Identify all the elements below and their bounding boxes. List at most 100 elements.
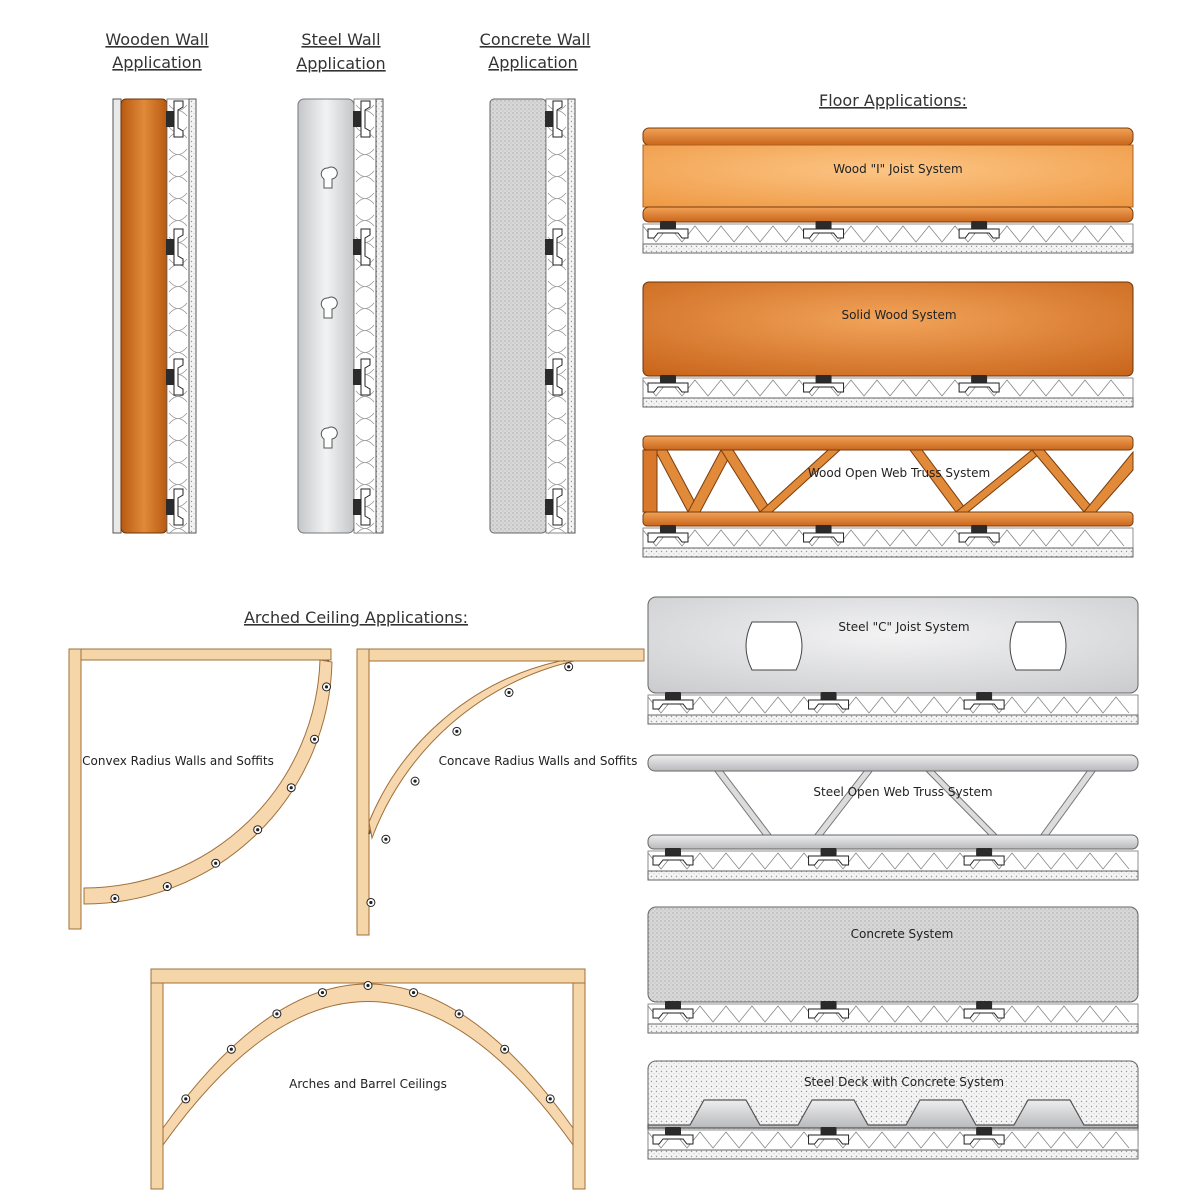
arc-clip <box>504 688 514 698</box>
channel-clip <box>803 525 845 543</box>
convex-radius-section: Convex Radius Walls and Soffits <box>68 648 333 930</box>
resilient-channel-strip <box>647 1001 1139 1034</box>
wall-resilient-channel <box>545 98 576 535</box>
wall-clip <box>166 488 184 526</box>
arc-clip <box>162 882 172 892</box>
steel-c-joist-system: Steel "C" Joist System <box>647 596 1139 725</box>
channel-clip <box>958 375 1000 393</box>
convex-label: Convex Radius Walls and Soffits <box>82 754 274 768</box>
channel-clip <box>647 221 689 239</box>
channel-clip <box>808 692 850 710</box>
arch-clip <box>272 1009 282 1019</box>
concrete-wall-heading-line2: Application <box>488 53 577 72</box>
channel-clip <box>808 848 850 866</box>
joist-knockout-right <box>1009 621 1067 671</box>
solid-wood-label: Solid Wood System <box>841 308 956 322</box>
resilient-channel-strip <box>647 1127 1139 1160</box>
wall-clip <box>545 100 563 138</box>
solid-wood-system: Solid Wood System <box>642 281 1134 408</box>
resilient-channel-strip <box>642 375 1134 408</box>
channel-clip <box>963 1127 1005 1145</box>
floor-applications-heading: Floor Applications: <box>819 91 967 110</box>
wall-clip <box>353 358 371 396</box>
concrete-wall-section <box>489 98 576 535</box>
channel-clip <box>963 692 1005 710</box>
joist-knockout-left <box>745 621 803 671</box>
arch-clip <box>317 988 327 998</box>
arch-clip <box>363 981 373 990</box>
arc-clip <box>310 734 320 744</box>
arched-ceiling-heading: Arched Ceiling Applications: <box>244 608 468 627</box>
arches-barrel-section: Arches and Barrel Ceilings <box>150 968 586 1190</box>
channel-clip <box>652 848 694 866</box>
arc-clip <box>381 834 391 844</box>
concrete-wall-heading-line1: Concrete Wall <box>480 30 591 49</box>
wall-clip <box>166 228 184 266</box>
channel-clip <box>963 1001 1005 1019</box>
arch-clip <box>181 1094 191 1104</box>
wood-i-joist-label: Wood "I" Joist System <box>833 162 962 176</box>
wall-clip <box>353 100 371 138</box>
resilient-channel-strip <box>647 848 1139 881</box>
wooden-wall-section <box>112 98 197 535</box>
concave-label: Concave Radius Walls and Soffits <box>439 754 638 768</box>
channel-clip <box>808 1001 850 1019</box>
resilient-channel-strip <box>647 692 1139 725</box>
arch-clip <box>226 1044 236 1054</box>
channel-clip <box>803 221 845 239</box>
arc-clip <box>564 662 574 672</box>
channel-clip <box>652 692 694 710</box>
resilient-channel-strip <box>642 525 1134 558</box>
channel-clip <box>652 1001 694 1019</box>
arc-clip <box>366 897 376 907</box>
channel-clip <box>958 221 1000 239</box>
arc-clip <box>286 783 296 793</box>
arch-clip <box>500 1044 510 1054</box>
channel-clip <box>652 1127 694 1145</box>
arc-clip <box>253 825 263 835</box>
concrete-label: Concrete System <box>851 927 954 941</box>
keyhole-slot-2 <box>320 296 338 319</box>
channel-clip <box>808 1127 850 1145</box>
wall-clip <box>545 358 563 396</box>
arc-clip <box>110 893 120 903</box>
arc-clip <box>452 726 462 736</box>
concave-radius-section: Concave Radius Walls and Soffits <box>356 648 645 936</box>
concrete-floor-system: Concrete System <box>647 906 1139 1034</box>
wall-clip <box>166 100 184 138</box>
wood-i-joist-system: Wood "I" Joist System <box>642 127 1134 254</box>
arch-clip <box>545 1094 555 1104</box>
steel-wall-section <box>297 98 384 535</box>
wall-clip <box>166 358 184 396</box>
wooden-wall-heading-line2: Application <box>112 53 201 72</box>
wooden-wall-heading-line1: Wooden Wall <box>105 30 208 49</box>
channel-clip <box>647 525 689 543</box>
steel-deck-concrete-system: Steel Deck with Concrete System <box>647 1060 1139 1160</box>
steel-open-web-truss-system: Steel Open Web Truss System <box>647 754 1139 881</box>
steel-wall-heading-line1: Steel Wall <box>301 30 380 49</box>
wood-open-web-truss-system: Wood Open Web Truss System <box>642 435 1134 558</box>
keyhole-slot-3 <box>320 426 338 449</box>
channel-clip <box>803 375 845 393</box>
keyhole-slot-1 <box>320 166 338 189</box>
wall-resilient-channel <box>353 98 384 535</box>
wall-clip <box>353 488 371 526</box>
arc-clip <box>321 682 331 692</box>
channel-clip <box>958 525 1000 543</box>
wall-clip <box>545 228 563 266</box>
steel-deck-label: Steel Deck with Concrete System <box>804 1075 1004 1089</box>
resilient-channel-strip <box>642 221 1134 254</box>
channel-clip <box>647 375 689 393</box>
arches-label: Arches and Barrel Ceilings <box>289 1077 447 1091</box>
arch-clip <box>409 988 419 998</box>
steel-truss-label: Steel Open Web Truss System <box>813 785 992 799</box>
wall-resilient-channel <box>166 98 197 535</box>
steel-c-joist-label: Steel "C" Joist System <box>838 620 969 634</box>
arc-clip <box>211 858 221 868</box>
steel-wall-heading-line2: Application <box>296 54 385 73</box>
wood-truss-label: Wood Open Web Truss System <box>808 466 990 480</box>
corrugated-steel-deck <box>647 1099 1139 1129</box>
channel-clip <box>963 848 1005 866</box>
wall-clip <box>353 228 371 266</box>
